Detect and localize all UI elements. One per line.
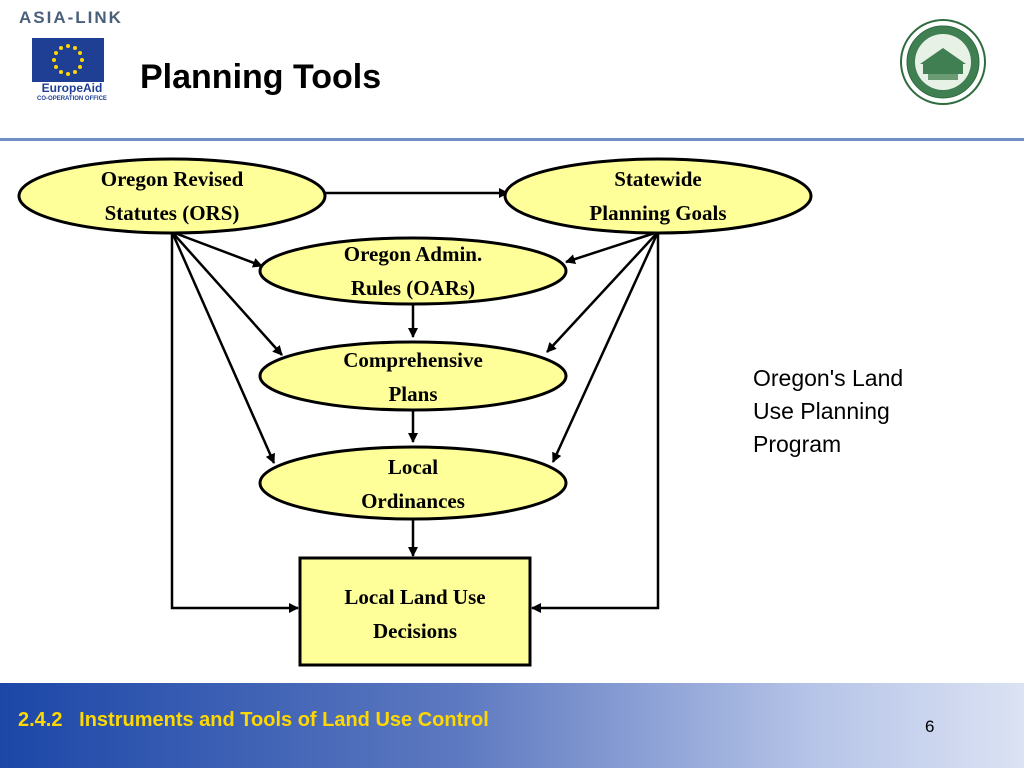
node-goals-line2: Planning Goals	[589, 201, 726, 225]
page-number: 6	[925, 717, 935, 736]
asialink-logo-text: ASIA-LINK	[19, 8, 123, 27]
node-plans: Comprehensive Plans	[258, 340, 568, 412]
node-goals: Statewide Planning Goals	[503, 157, 813, 235]
side-note-line1: Oregon's Land	[753, 365, 904, 391]
node-decisions-line2: Decisions	[373, 619, 457, 643]
eu-flag-icon	[32, 38, 104, 82]
node-oars-line1: Oregon Admin.	[344, 242, 482, 266]
side-note: Oregon's Land Use Planning Program	[753, 362, 973, 461]
node-decisions: Local Land Use Decisions	[298, 556, 532, 667]
edge-ors-oars	[171, 230, 263, 268]
footer-section-title: 2.4.2 Instruments and Tools of Land Use …	[18, 709, 489, 731]
edge-ors-decisions	[170, 232, 299, 613]
node-ordinances-line2: Ordinances	[361, 489, 465, 513]
asialink-europeaid-logo: ASIA-LINK EuropeAid CO-OPERATION OFFICE	[8, 8, 134, 106]
node-ors-line1: Oregon Revised	[101, 167, 244, 191]
diagram-edges	[170, 188, 660, 613]
node-decisions-line1: Local Land Use	[344, 585, 485, 609]
node-plans-line1: Comprehensive	[343, 348, 483, 372]
footer-bar: 2.4.2 Instruments and Tools of Land Use …	[0, 683, 1024, 768]
edge-goals-ordinances	[551, 231, 660, 463]
node-oars-line2: Rules (OARs)	[351, 276, 475, 300]
europeaid-logo-text: EuropeAid	[41, 81, 103, 95]
edge-goals-decisions	[531, 232, 660, 613]
edge-goals-oars	[565, 230, 659, 264]
side-note-line2: Use Planning	[753, 398, 890, 424]
node-plans-line2: Plans	[388, 382, 437, 406]
node-goals-line1: Statewide	[614, 167, 702, 191]
node-ordinances: Local Ordinances	[258, 445, 568, 521]
edge-ors-plans	[171, 231, 283, 356]
header-divider	[0, 138, 1024, 141]
edge-goals-plans	[546, 231, 659, 353]
cooperation-office-text: CO-OPERATION OFFICE	[37, 96, 107, 102]
node-ors: Oregon Revised Statutes (ORS)	[17, 157, 327, 235]
side-note-line3: Program	[753, 431, 842, 457]
page-title: Planning Tools	[140, 58, 382, 96]
node-ordinances-line1: Local	[388, 455, 438, 479]
planning-tools-diagram: Oregon Revised Statutes (ORS) Statewide …	[17, 157, 813, 667]
node-oars: Oregon Admin. Rules (OARs)	[258, 236, 568, 306]
edge-ors-ordinances	[170, 231, 276, 464]
wuhan-university-seal-icon	[898, 18, 988, 106]
node-ors-line2: Statutes (ORS)	[105, 201, 240, 225]
